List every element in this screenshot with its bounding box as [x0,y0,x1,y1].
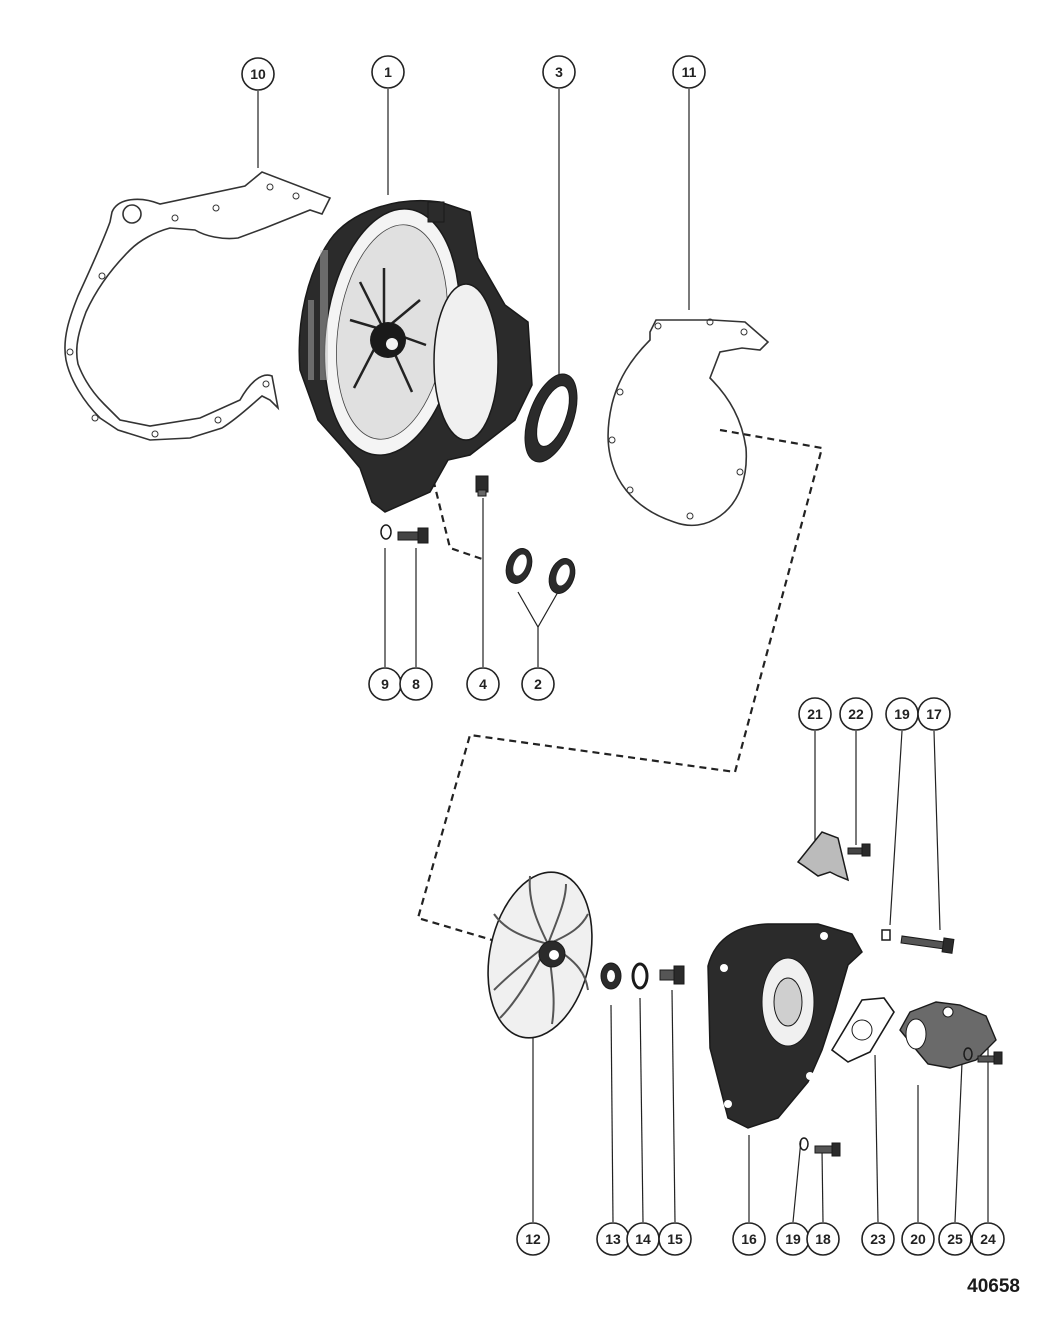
figure-number: 40658 [967,1276,1020,1297]
svg-text:8: 8 [412,676,420,692]
cover-gasket-23 [830,997,895,1063]
svg-text:18: 18 [815,1231,831,1247]
bolt-8 [397,527,429,544]
svg-text:21: 21 [807,706,823,722]
timing-cover-gasket [64,171,332,441]
washer-19-upper [881,929,891,941]
bolt-17 [900,935,955,954]
svg-text:3: 3 [555,64,563,80]
svg-text:14: 14 [635,1231,651,1247]
callout-8: 8 [399,667,433,701]
callout-19-lower: 19 [776,1222,810,1256]
callout-25: 25 [938,1222,972,1256]
callout-18: 18 [806,1222,840,1256]
callout-22: 22 [839,697,873,731]
svg-text:13: 13 [605,1231,621,1247]
callout-12: 12 [516,1222,550,1256]
small-hardware-lower [799,1047,1003,1157]
svg-text:4: 4 [479,676,487,692]
svg-text:11: 11 [682,64,697,80]
screw-22 [847,843,871,857]
impeller [487,871,593,1039]
callouts: 10 1 3 11 9 8 4 2 21 22 19 17 12 13 14 1… [241,55,1005,1256]
callout-13: 13 [596,1222,630,1256]
washer-25 [963,1047,973,1061]
callout-10: 10 [241,57,275,91]
svg-text:15: 15 [667,1231,683,1247]
svg-text:19: 19 [894,706,910,722]
callout-9: 9 [368,667,402,701]
bracket-21 [796,831,850,882]
svg-text:17: 17 [926,706,942,722]
bolt-18 [814,1142,841,1157]
svg-text:10: 10 [250,66,266,82]
leader-lines [257,89,989,1223]
callout-17: 17 [917,697,951,731]
svg-text:9: 9 [381,676,389,692]
washer-9 [380,524,392,540]
svg-text:25: 25 [947,1231,963,1247]
callout-21: 21 [798,697,832,731]
water-pump-gasket [607,318,770,527]
callout-15: 15 [658,1222,692,1256]
svg-text:19: 19 [785,1231,801,1247]
callout-11: 11 [672,55,706,89]
lock-washer-14 [631,962,649,990]
svg-text:16: 16 [741,1231,757,1247]
bolt-24 [977,1051,1003,1065]
impeller-hardware [600,962,685,990]
oil-seal [524,373,578,463]
bushings-2 [505,548,576,594]
svg-text:20: 20 [910,1231,926,1247]
svg-text:24: 24 [980,1231,996,1247]
callout-20: 20 [901,1222,935,1256]
timing-cover-housing [298,200,533,513]
callout-2: 2 [521,667,555,701]
callout-19-upper: 19 [885,697,919,731]
callout-16: 16 [732,1222,766,1256]
small-hardware-upper [380,475,576,594]
svg-text:1: 1 [384,64,392,80]
callout-24: 24 [971,1222,1005,1256]
pump-body [707,923,863,1129]
bolt-15 [659,965,685,985]
svg-text:23: 23 [870,1231,886,1247]
callout-3: 3 [542,55,576,89]
assembly-path-dashed [400,351,824,942]
callout-1: 1 [371,55,405,89]
callout-14: 14 [626,1222,660,1256]
svg-text:2: 2 [534,676,542,692]
svg-text:22: 22 [848,706,864,722]
callout-4: 4 [466,667,500,701]
callout-23: 23 [861,1222,895,1256]
svg-text:12: 12 [525,1231,541,1247]
bracket-hardware [796,831,955,954]
plug-4 [475,475,489,497]
washer-19-lower [799,1137,809,1151]
